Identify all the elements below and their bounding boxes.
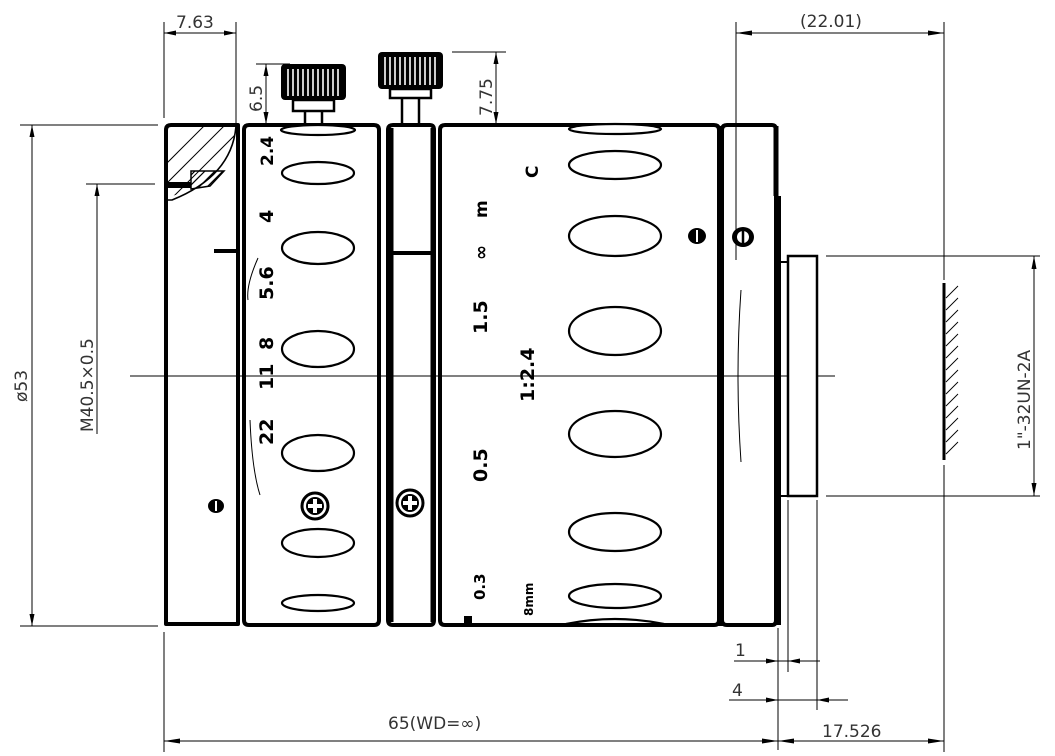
dim-filter-thread: M40.5×0.5 xyxy=(78,183,155,434)
dim-text-m40-5: M40.5×0.5 xyxy=(78,338,98,432)
aperture-label-4: 4 xyxy=(256,210,278,223)
dim-text-4: 4 xyxy=(732,681,743,701)
dim-text-17-526: 17.526 xyxy=(822,722,881,742)
focus-label-1-5: 1.5 xyxy=(470,300,492,334)
index-mark-icon xyxy=(732,227,754,247)
dim-flange-4: 4 xyxy=(729,681,848,703)
focus-label-0-5: 0.5 xyxy=(470,448,492,482)
dim-mount-thread: 1"-32UN-2A xyxy=(1015,256,1037,496)
dim-flange-1: 1 xyxy=(734,500,820,750)
dim-knob1-height: 6.5 xyxy=(247,63,290,124)
dim-rear-length: (22.01) xyxy=(735,12,945,280)
dim-text-diameter-53: ø53 xyxy=(12,370,32,402)
aperture-ring[interactable]: 2.4 4 5.6 8 11 22 xyxy=(242,123,381,627)
rear-housing xyxy=(717,123,781,627)
focus-label-c: C xyxy=(523,166,543,178)
c-mount-flange xyxy=(780,254,1040,510)
aperture-label-2-4: 2.4 xyxy=(258,136,278,166)
phillips-screw-icon xyxy=(395,488,425,518)
lock-collar xyxy=(386,123,436,627)
dim-outer-diameter: ø53 xyxy=(12,124,158,627)
focus-label-infinity: ∞ xyxy=(471,245,492,260)
dim-text-7-75: 7.75 xyxy=(477,78,497,116)
f-number-label: 1:2.4 xyxy=(517,348,539,402)
focal-length-label: 8mm xyxy=(522,583,536,616)
dim-text-1: 1 xyxy=(735,641,746,661)
aperture-label-5-6: 5.6 xyxy=(256,266,278,300)
dim-text-mount-thread: 1"-32UN-2A xyxy=(1015,349,1035,450)
dim-front-width: 7.63 xyxy=(163,13,237,125)
focus-lock-knob-icon[interactable] xyxy=(378,52,443,125)
dim-knob2-height: 7.75 xyxy=(452,51,506,124)
index-mark-icon xyxy=(688,228,706,244)
phillips-screw-icon xyxy=(300,491,330,521)
focus-label-0-3: 0.3 xyxy=(471,573,489,600)
index-mark-icon xyxy=(208,499,224,513)
focus-label-m: m xyxy=(472,200,492,218)
dim-text-22-01: (22.01) xyxy=(800,12,862,32)
aperture-label-11: 11 xyxy=(256,364,278,390)
aperture-label-8: 8 xyxy=(256,337,278,350)
front-ring-section xyxy=(164,123,240,626)
focus-bottom-mark xyxy=(464,616,472,626)
aperture-lock-knob-icon[interactable] xyxy=(281,64,346,125)
dim-text-overall: 65(WD=∞) xyxy=(388,714,481,734)
dim-overall-length: 65(WD=∞) xyxy=(163,632,778,752)
aperture-label-22: 22 xyxy=(256,419,278,445)
focus-ring[interactable]: C m ∞ 1.5 1:2.4 0.5 0.3 8mm xyxy=(438,122,721,627)
dim-back-focus: 17.526 xyxy=(778,500,945,752)
dim-text-7-63: 7.63 xyxy=(176,13,214,33)
dim-text-6-5: 6.5 xyxy=(247,85,267,112)
